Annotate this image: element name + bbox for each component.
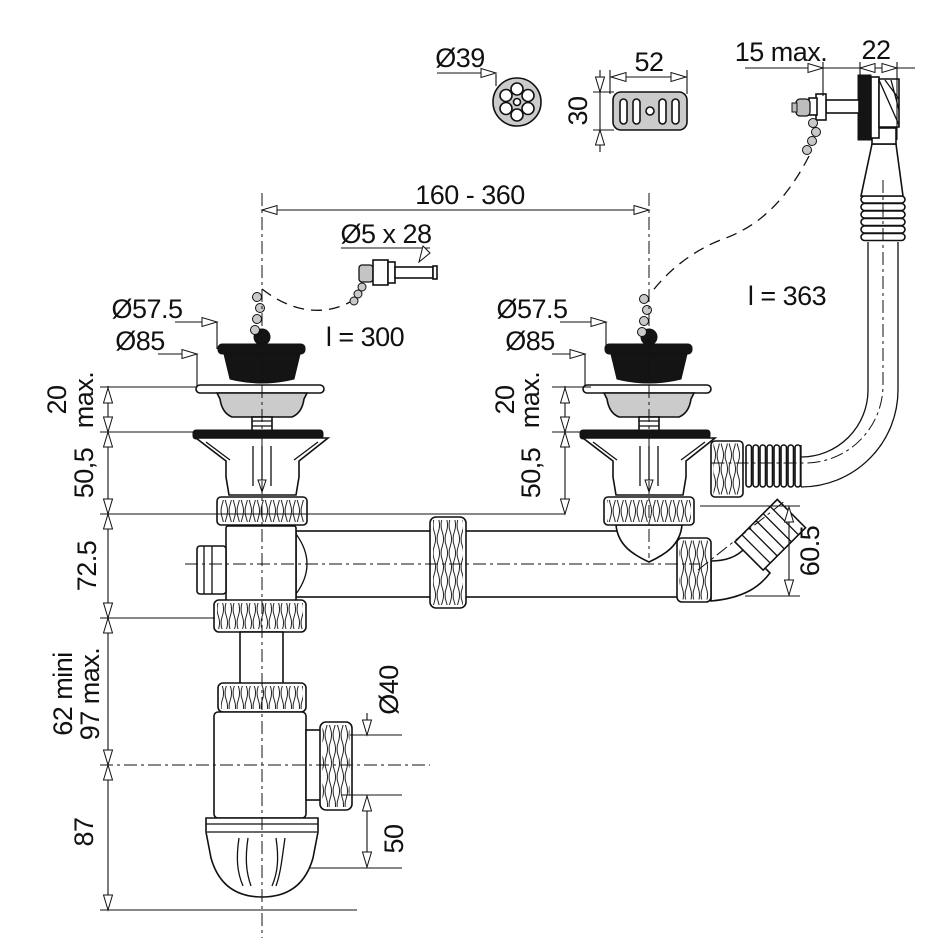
dim-depth20-right-b: max. <box>515 372 545 429</box>
overflow-screw <box>825 99 860 114</box>
left-rim <box>195 384 325 394</box>
dim-depth20-left-b: max. <box>69 372 99 429</box>
dim-flange-dia-right: Ø85 <box>505 326 555 356</box>
dim-depth725-left: 72.5 <box>72 541 102 592</box>
chain-knob <box>795 98 811 117</box>
hose-shoulder <box>860 143 904 197</box>
dim-grate-height: 30 <box>563 96 593 125</box>
fixing-screw <box>358 259 438 286</box>
overflow-grate <box>612 91 688 131</box>
tee-and-trap <box>196 525 353 898</box>
dim-overflow-body-width: 22 <box>861 35 890 65</box>
dim-overflow-screw-len: 15 max. <box>735 37 828 67</box>
dim-depth505-right: 50,5 <box>516 448 546 499</box>
dim-chain-right: l = 363 <box>748 281 826 311</box>
dim-depth87: 87 <box>69 817 99 846</box>
sink-strainer-cap <box>492 77 542 127</box>
dim-strainer-cap-dia: Ø39 <box>435 43 485 73</box>
dim-bowl-center-distance: 160 - 360 <box>415 180 525 210</box>
right-rim <box>582 384 712 394</box>
dimension-lines <box>100 62 915 912</box>
dim-chain-left: l = 300 <box>326 322 404 352</box>
dim-depth20-right-a: 20 <box>490 385 520 414</box>
dim-depth97-max: 97 max. <box>75 648 105 741</box>
dim-depth62-min: 62 mini <box>48 652 78 736</box>
dim-trap-lower-depth: 50 <box>379 824 409 853</box>
screw-head <box>358 264 374 283</box>
pipe-coupling-nut <box>429 516 467 609</box>
screw-thread <box>394 266 434 279</box>
dim-plug-dia-left: Ø57.5 <box>111 294 182 324</box>
dim-outlet-height: 60.5 <box>795 526 825 577</box>
dim-screw-spec: Ø5 x 28 <box>340 219 431 249</box>
dim-grate-width: 52 <box>634 47 663 77</box>
left-drain-assembly <box>192 328 331 526</box>
right-drain-boot <box>615 524 683 563</box>
dimension-labels: Ø39 52 30 15 max. 22 160 - 360 Ø5 x 28 l… <box>42 35 891 854</box>
centerlines <box>100 180 884 938</box>
dim-flange-dia-left: Ø85 <box>115 326 165 356</box>
overflow-corrugation <box>745 444 802 488</box>
dim-depth505-left: 50,5 <box>69 448 99 499</box>
dim-plug-dia-right: Ø57.5 <box>496 294 567 324</box>
dim-depth20-left-a: 20 <box>42 385 72 414</box>
plug-chains <box>250 118 821 337</box>
overflow-seal <box>857 74 872 141</box>
dim-outlet-dia: Ø40 <box>374 665 404 715</box>
